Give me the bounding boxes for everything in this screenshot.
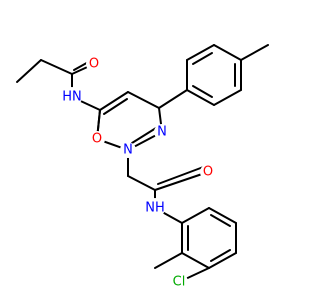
svg-text:O: O bbox=[203, 165, 213, 180]
atom-o-amide-bottom: O bbox=[200, 164, 216, 180]
atom-n-ring-2: N bbox=[154, 124, 170, 140]
bond-ar2-d2 bbox=[210, 249, 231, 262]
atom-o-ring: O bbox=[89, 131, 105, 147]
atom-o-amide-top: O bbox=[86, 56, 102, 72]
svg-text:N: N bbox=[157, 125, 167, 140]
svg-text:NH: NH bbox=[145, 201, 165, 216]
atom-nh-top: HN bbox=[62, 87, 82, 107]
bond-ar2-5 bbox=[181, 252, 210, 269]
svg-text:O: O bbox=[92, 132, 102, 147]
bond-ar2-me bbox=[154, 252, 183, 269]
bond-tolyl-d3 bbox=[192, 85, 213, 98]
bond-tolyl-2 bbox=[186, 44, 215, 61]
bond-ring-1-dbl bbox=[103, 98, 128, 115]
bond-tolyl-3 bbox=[213, 44, 242, 61]
bond-amide-co-2 bbox=[157, 165, 207, 185]
bond-ethyl-1 bbox=[16, 59, 42, 83]
bond-tolyl-d1 bbox=[192, 52, 213, 65]
bond-ring-1 bbox=[99, 91, 129, 111]
bonds bbox=[16, 44, 269, 283]
bond-tolyl-5 bbox=[213, 89, 242, 106]
bond-ch2-c bbox=[127, 175, 156, 191]
atom-n-ring-1: N bbox=[120, 142, 136, 158]
bond-aryl-link bbox=[158, 89, 188, 109]
bond-ar2-2 bbox=[208, 207, 237, 224]
bond-ethyl-2 bbox=[40, 59, 73, 75]
bond-tolyl-me bbox=[240, 44, 269, 61]
svg-text:O: O bbox=[89, 57, 99, 72]
atom-labels: O HN O N N O NH Cl bbox=[62, 56, 216, 291]
bond-ar2-1 bbox=[181, 207, 210, 224]
bond-ar2-d1 bbox=[210, 214, 231, 227]
bond-amide-co bbox=[154, 171, 209, 191]
bond-ring-2 bbox=[127, 91, 160, 109]
svg-text:N: N bbox=[123, 143, 133, 158]
bond-ar2-4 bbox=[208, 252, 237, 269]
atom-nh-bottom: NH bbox=[145, 198, 165, 218]
bond-ring-4-dbl bbox=[131, 127, 157, 144]
molecule-structure: O HN O N N O NH Cl bbox=[16, 44, 269, 291]
bond-tolyl-6 bbox=[186, 89, 215, 106]
atom-cl: Cl bbox=[170, 273, 188, 291]
svg-text:Cl: Cl bbox=[173, 275, 186, 290]
svg-text:HN: HN bbox=[62, 90, 82, 105]
